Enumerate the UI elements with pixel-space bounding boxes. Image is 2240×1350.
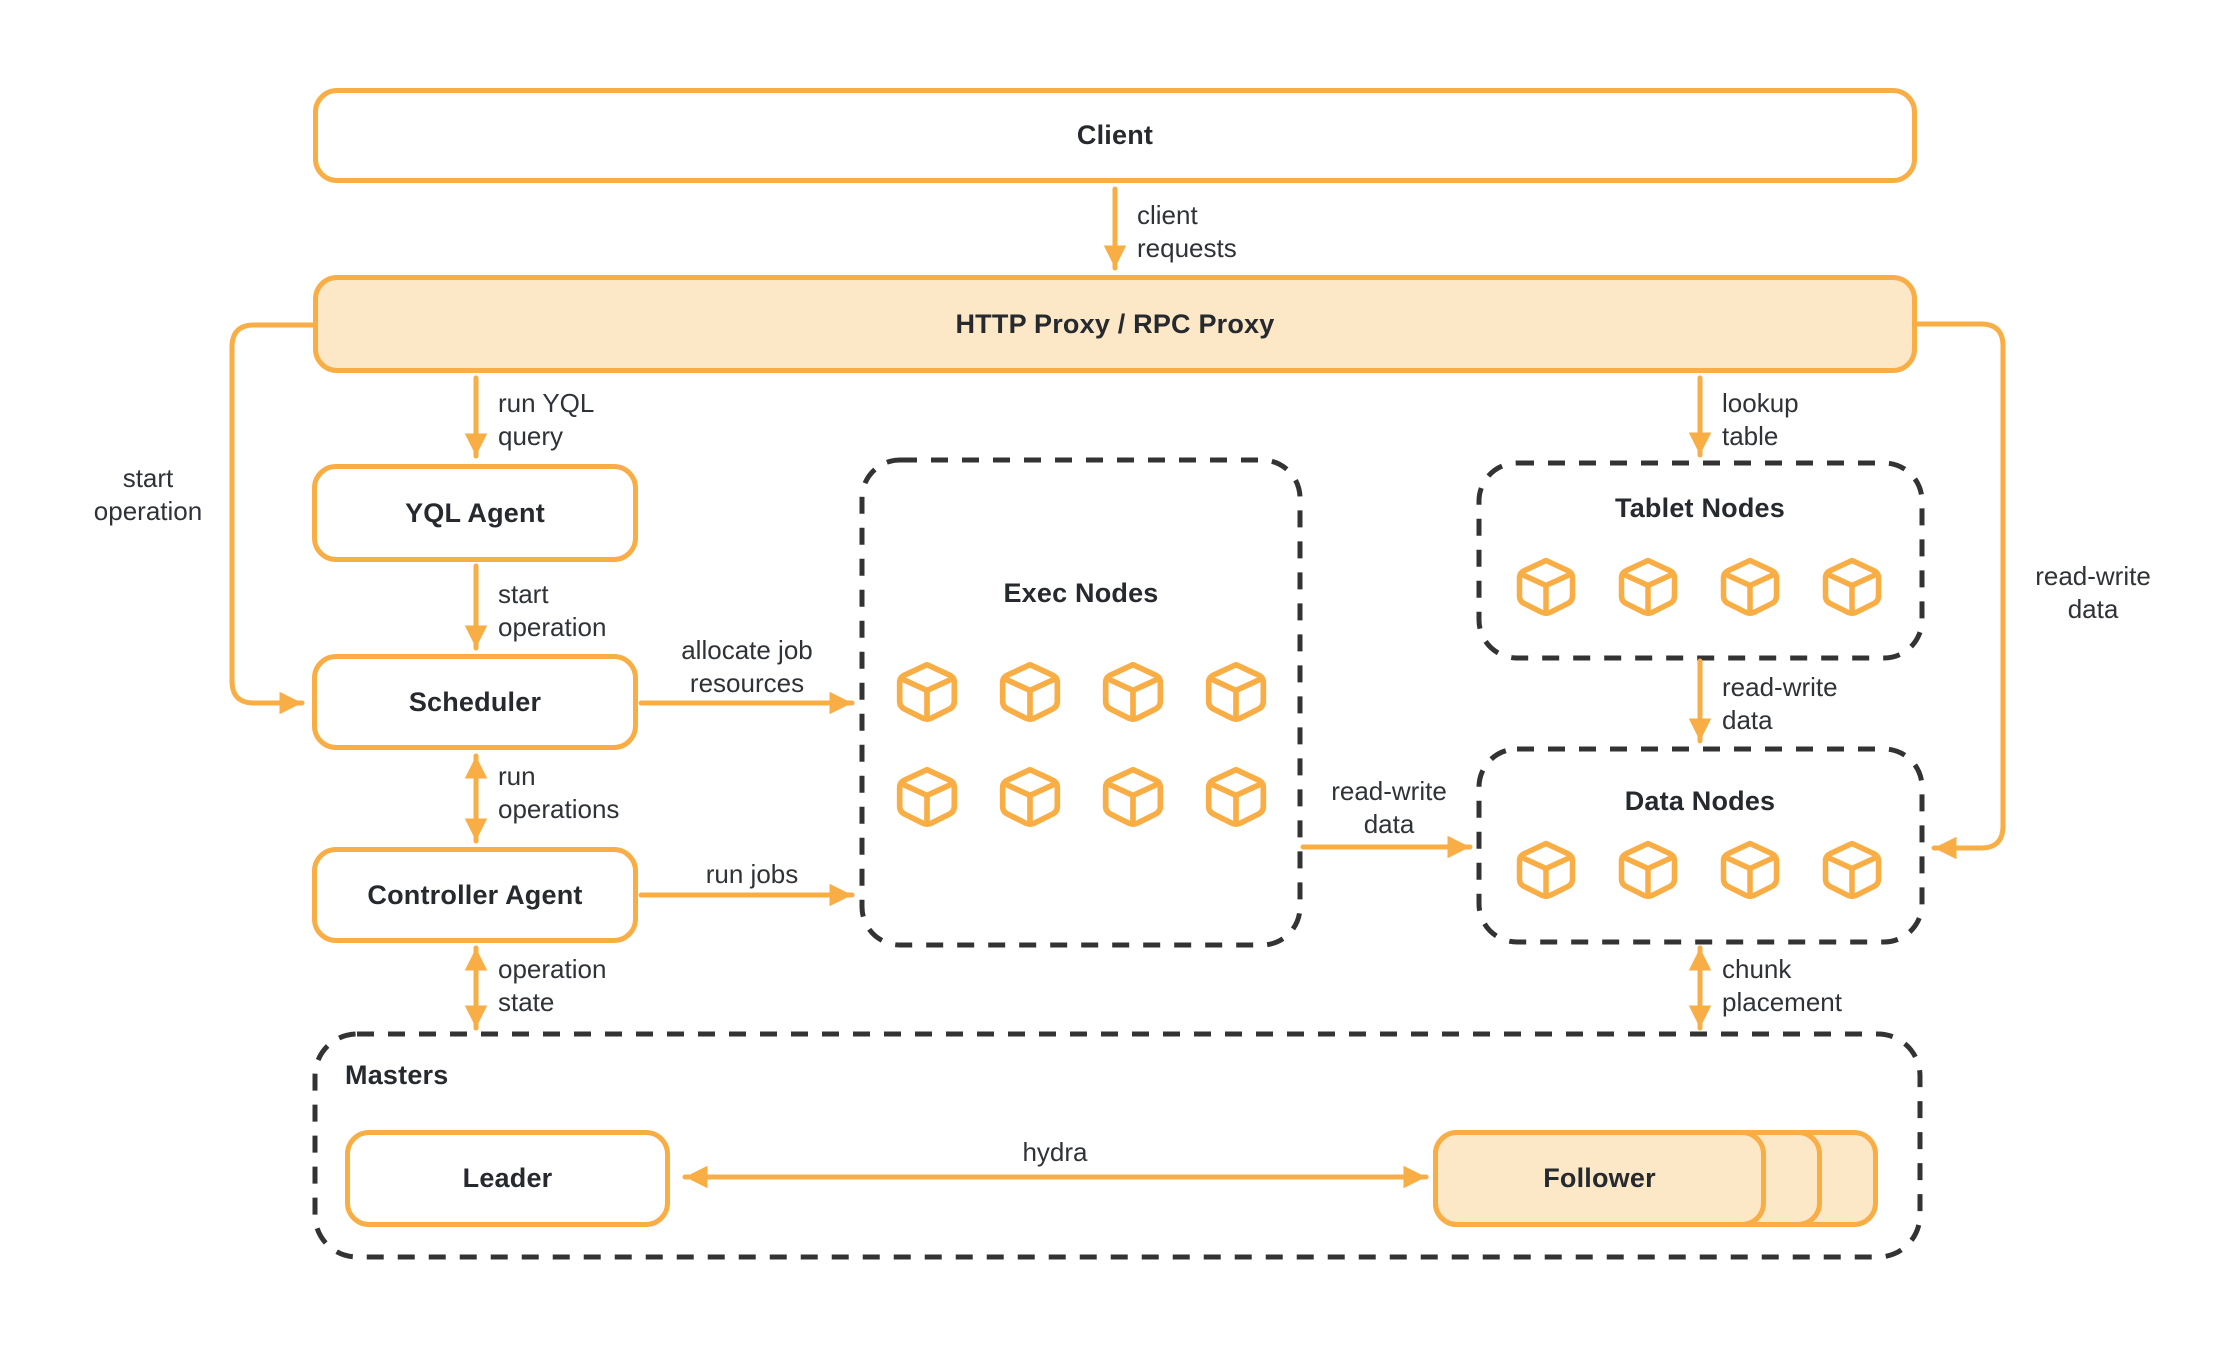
cube-icon	[1820, 555, 1884, 619]
leader-label: Leader	[462, 1163, 553, 1193]
operation-state-label: operation state	[498, 954, 607, 1017]
data-nodes-title: Data Nodes	[1624, 786, 1776, 816]
cube-icon	[997, 659, 1063, 725]
tablet-nodes-title: Tablet Nodes	[1615, 493, 1785, 523]
cube-icon	[1100, 659, 1166, 725]
lookup-table-label: lookup table	[1722, 388, 1799, 451]
exec-nodes-cubes	[894, 659, 1269, 830]
cube-icon	[1616, 838, 1680, 902]
start-operation-left-label: start operation	[93, 463, 203, 526]
run-operations-label: run operations	[498, 761, 620, 824]
exec-nodes-group-border	[859, 457, 1303, 948]
cube-icon	[894, 659, 960, 725]
client-label: Client	[1076, 120, 1154, 150]
cube-icon	[1820, 838, 1884, 902]
controller-agent-node: Controller Agent	[312, 847, 638, 943]
tablet-nodes-cubes	[1514, 555, 1884, 619]
proxy-label: HTTP Proxy / RPC Proxy	[955, 308, 1275, 339]
hydra-label: hydra	[1022, 1137, 1088, 1167]
read-write-tablet-label: read-write data	[1722, 672, 1838, 735]
cube-icon	[1203, 659, 1269, 725]
tablet-nodes-group-border	[1476, 460, 1925, 661]
data-nodes-group-border	[1476, 746, 1925, 945]
run-jobs-label: run jobs	[705, 859, 799, 889]
run-yql-query-label: run YQL query	[498, 388, 595, 451]
client-node: Client	[313, 88, 1917, 183]
cube-icon	[1718, 838, 1782, 902]
follower-label: Follower	[1543, 1163, 1656, 1193]
controller-agent-label: Controller Agent	[367, 879, 583, 910]
scheduler-label: Scheduler	[408, 686, 542, 717]
client-requests-label: client requests	[1137, 200, 1237, 263]
allocate-job-resources-label: allocate job resources	[681, 635, 813, 698]
cube-icon	[1514, 555, 1578, 619]
leader-node: Leader	[345, 1130, 670, 1227]
edge-start-operation-left-elbow	[229, 322, 316, 715]
scheduler-node: Scheduler	[312, 654, 638, 750]
follower-node: Follower	[1433, 1130, 1766, 1227]
yql-agent-label: YQL Agent	[405, 497, 545, 528]
read-write-right-label: read-write data	[2035, 561, 2151, 624]
cube-icon	[997, 764, 1063, 830]
start-operation-label: start operation	[498, 579, 607, 642]
http-rpc-proxy-node: HTTP Proxy / RPC Proxy	[313, 275, 1917, 373]
cube-icon	[1514, 838, 1578, 902]
cube-icon	[1616, 555, 1680, 619]
yql-agent-node: YQL Agent	[312, 464, 638, 562]
chunk-placement-label: chunk placement	[1722, 954, 1842, 1017]
masters-group-border	[312, 1031, 1923, 1260]
cube-icon	[894, 764, 960, 830]
data-nodes-cubes	[1514, 838, 1884, 902]
edge-read-write-right-elbow	[1914, 321, 2006, 860]
cube-icon	[1100, 764, 1166, 830]
cube-icon	[1203, 764, 1269, 830]
read-write-exec-label: read-write data	[1331, 776, 1447, 839]
exec-nodes-title: Exec Nodes	[1003, 578, 1159, 608]
masters-group-title: Masters	[345, 1060, 449, 1090]
cube-icon	[1718, 555, 1782, 619]
